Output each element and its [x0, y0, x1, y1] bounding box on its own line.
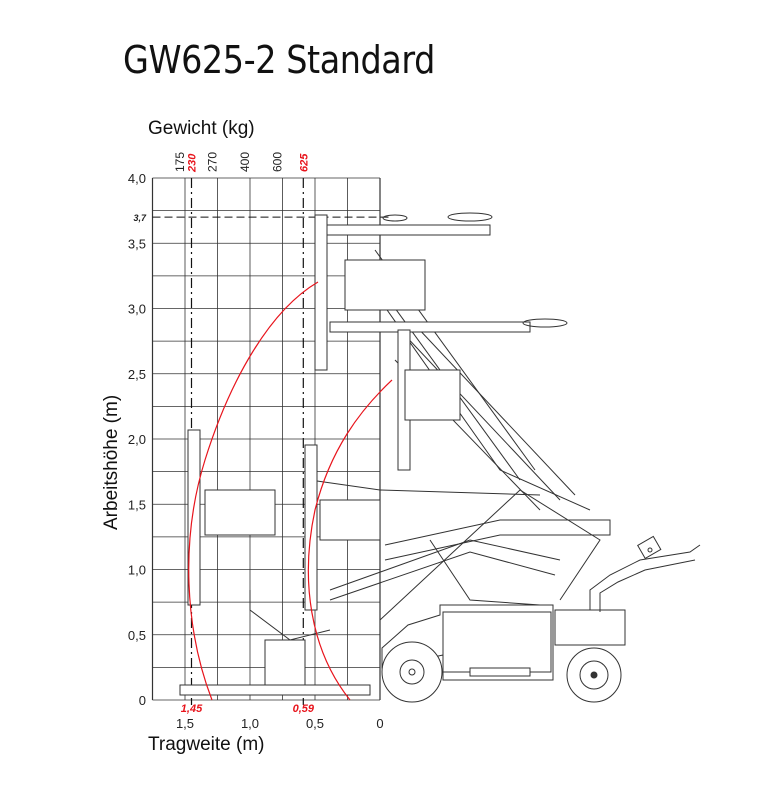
- x-axis-label: Tragweite (m): [148, 734, 264, 755]
- y-tick-label: 0,5: [128, 628, 146, 643]
- reach-curves: [188, 281, 393, 701]
- x-tick-label: 0,5: [306, 716, 324, 731]
- rear-housing: [554, 609, 626, 646]
- y-tick-label: 0: [139, 693, 146, 708]
- battery-box: [442, 611, 552, 673]
- page-title: GW625-2 Standard: [123, 38, 435, 82]
- x-tick-label: 0: [376, 716, 383, 731]
- reach-marker-label: 1,45: [181, 703, 203, 715]
- machine-drawing: [179, 212, 701, 703]
- weight-label: 600: [271, 152, 285, 172]
- y-tick-label: 2,0: [128, 432, 146, 447]
- x-tick-label: 1,5: [176, 716, 194, 731]
- front-wheel: [381, 641, 443, 703]
- y-tick-label: 4,0: [128, 171, 146, 186]
- height-marker-label: 3,7: [133, 213, 147, 223]
- reach-marker-label: 0,59: [293, 703, 315, 715]
- y-tick-label: 2,5: [128, 367, 146, 382]
- weight-label: 270: [206, 152, 220, 172]
- weight-label: 400: [238, 152, 252, 172]
- weight-label: 625: [298, 153, 310, 172]
- x-tick-label: 1,0: [241, 716, 259, 731]
- y-tick-label: 3,0: [128, 302, 146, 317]
- y-tick-label: 3,5: [128, 236, 146, 251]
- y-tick-label: 1,0: [128, 563, 146, 578]
- y-tick-label: 1,5: [128, 497, 146, 512]
- reach-curve-outer: [307, 379, 393, 701]
- weight-label: 230: [187, 153, 199, 173]
- top-axis-label: Gewicht (kg): [148, 118, 255, 139]
- y-axis-label: Arbeitshöhe (m): [101, 395, 122, 530]
- weight-label: 175: [173, 152, 187, 172]
- reach-curve-inner: [188, 281, 319, 701]
